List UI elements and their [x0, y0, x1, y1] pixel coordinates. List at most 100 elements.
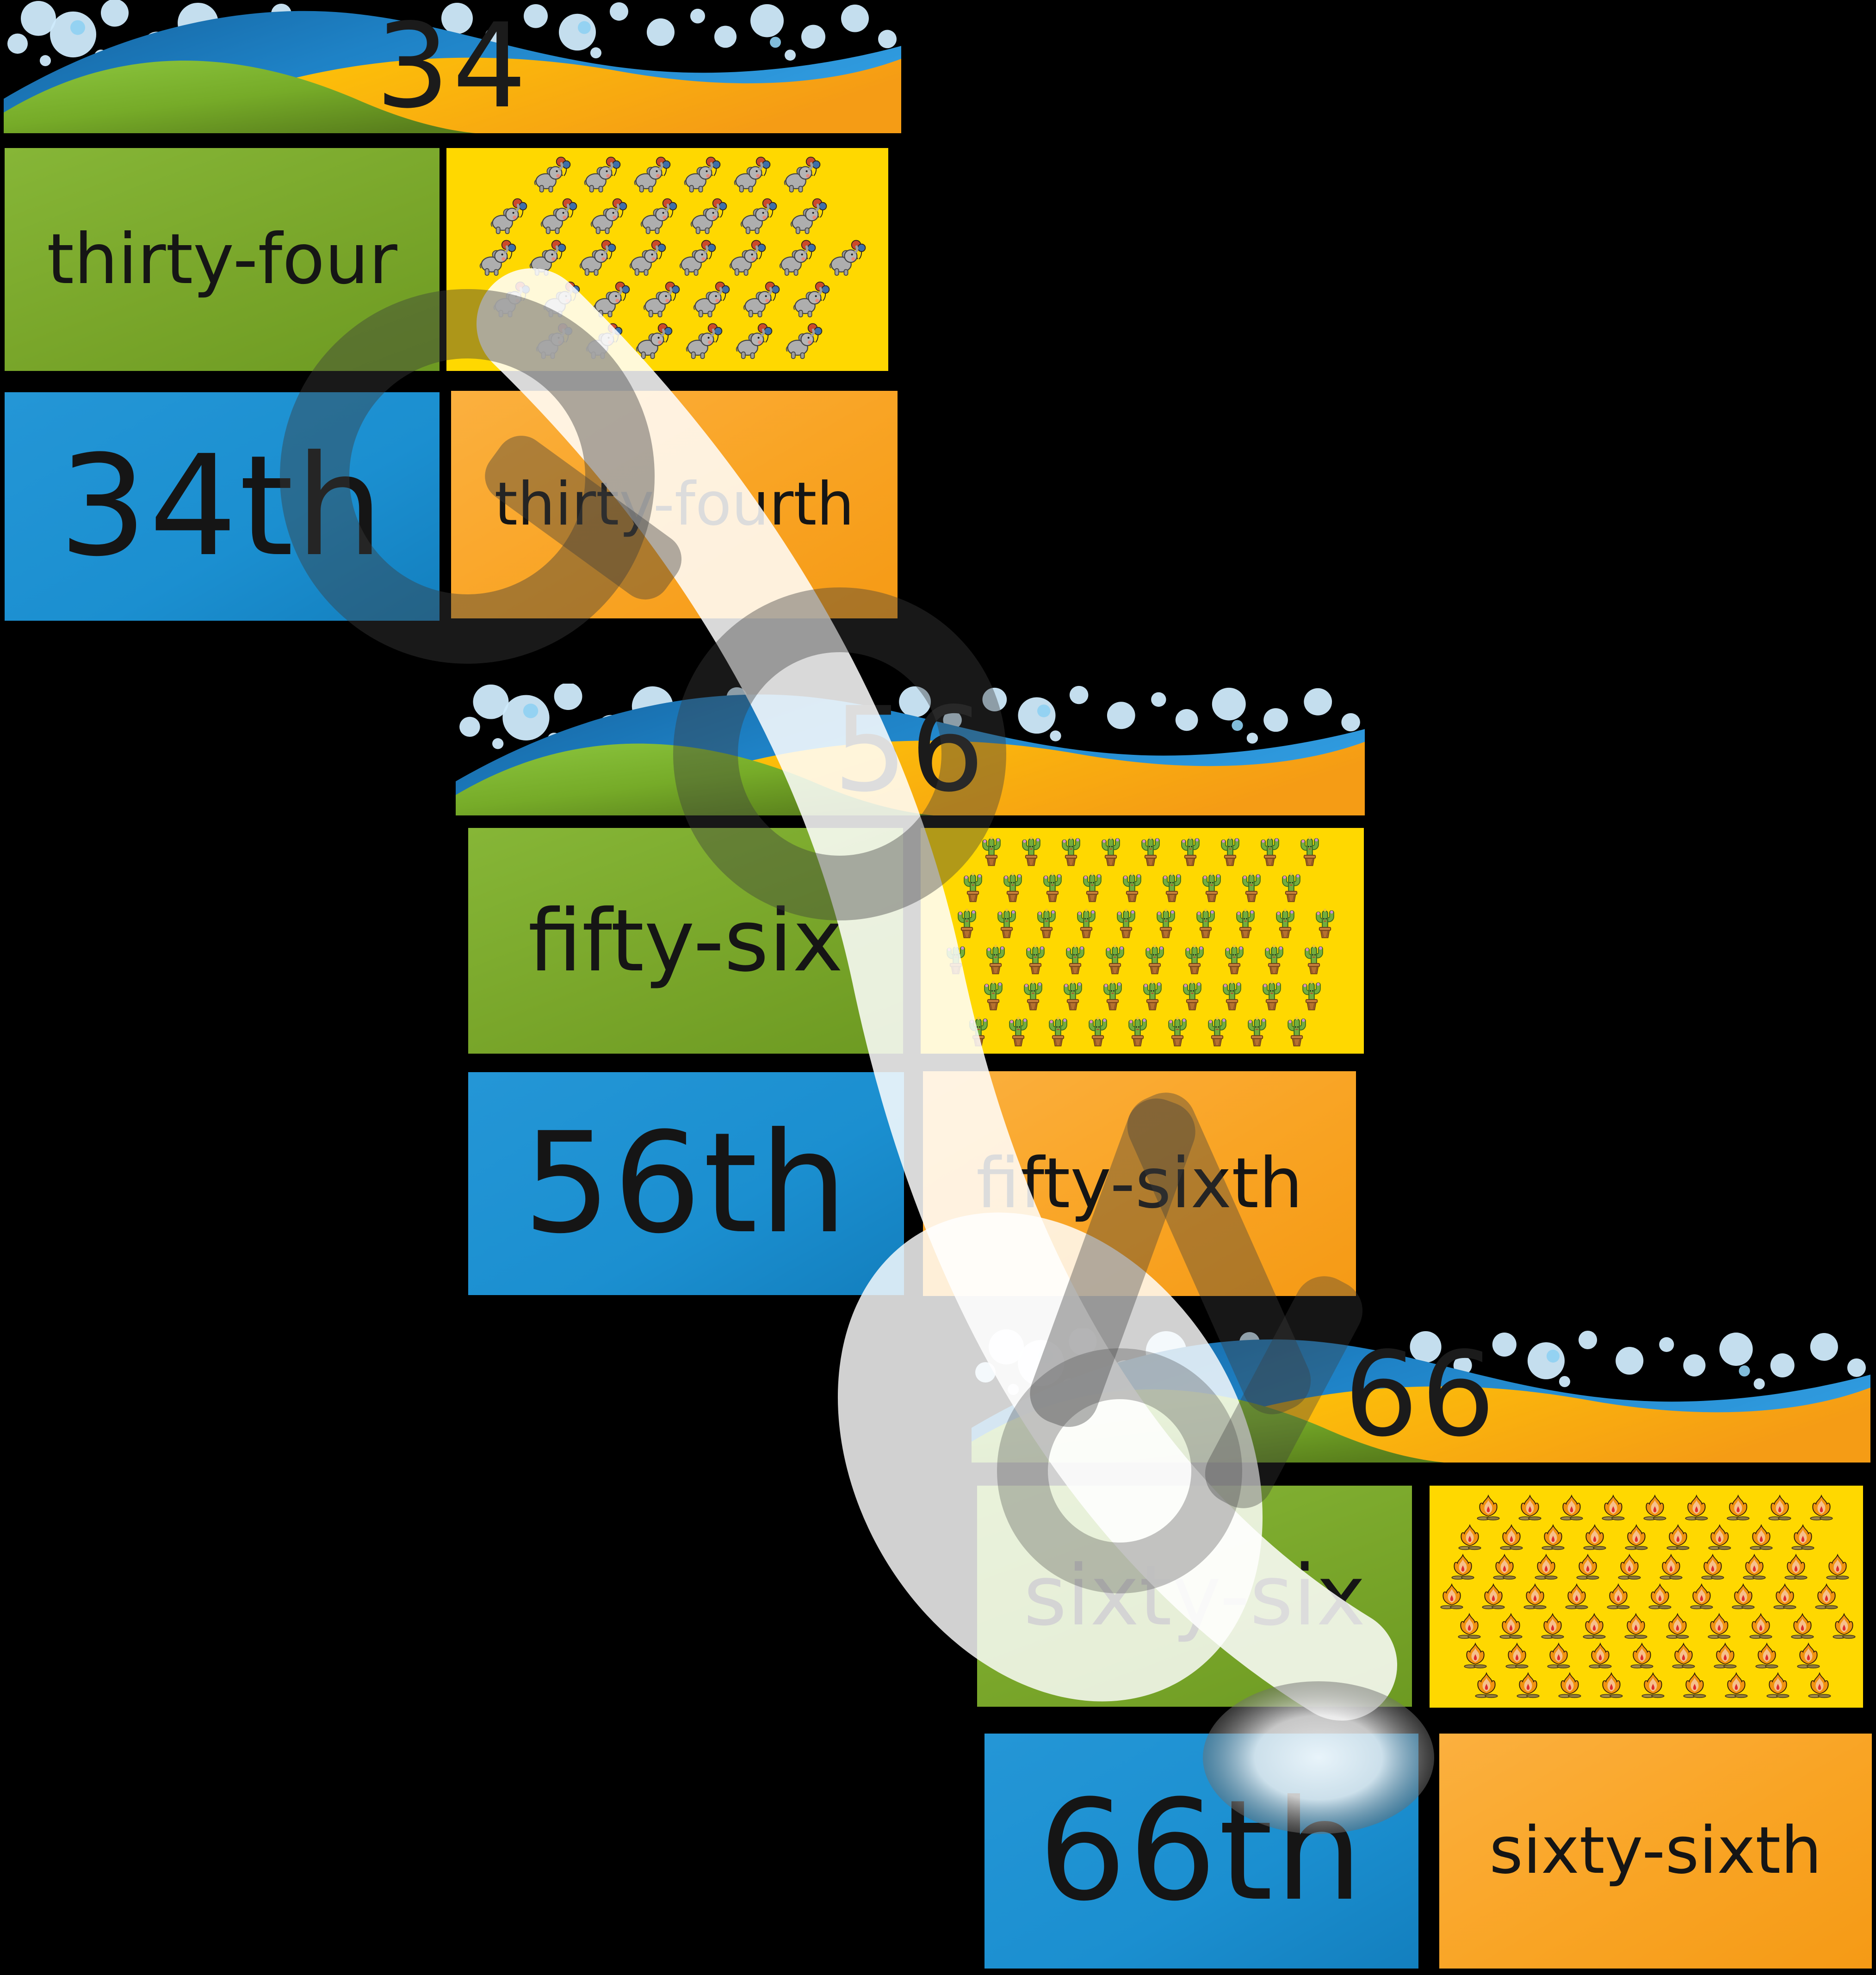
cactus-pot-icon: [1016, 978, 1050, 1012]
elephant-balloons-icon: [630, 322, 676, 364]
ordinal-numeral-label: 66th: [1038, 1770, 1365, 1932]
campfire-icon: [1518, 1583, 1552, 1611]
icon-row: [953, 869, 1311, 905]
number-word-card: fifty-six: [468, 828, 903, 1054]
campfire-icon: [1785, 1612, 1820, 1640]
icon-row: [528, 322, 828, 364]
header-banner-34: 34: [4, 0, 901, 133]
elephant-balloons-icon: [787, 280, 833, 322]
campfire-icon: [1827, 1612, 1861, 1640]
campfire-icon: [1476, 1583, 1511, 1611]
elephant-balloons-icon: [687, 280, 733, 322]
cactus-pot-icon: [956, 870, 990, 904]
elephant-balloons-icon: [780, 322, 826, 364]
header-number: 56: [833, 684, 987, 815]
elephant-balloons-icon: [773, 239, 819, 280]
campfire-icon: [1500, 1642, 1534, 1670]
campfire-icon: [1469, 1672, 1504, 1699]
campfire-icon: [1494, 1612, 1528, 1640]
cactus-pot-icon: [1297, 942, 1331, 976]
ordinal-numeral-card: 56th: [468, 1072, 904, 1295]
campfire-icon: [1820, 1553, 1855, 1581]
elephant-balloons-icon: [634, 197, 681, 239]
header-number: 34: [375, 0, 530, 133]
cactus-pot-icon: [1138, 942, 1171, 976]
elephant-balloons-icon: [534, 197, 581, 239]
campfire-icon: [1446, 1553, 1480, 1581]
cactus-pot-icon: [1121, 1014, 1154, 1048]
elephant-balloons-icon: [580, 322, 626, 364]
campfire-icon: [1660, 1612, 1695, 1640]
cactus-pot-icon: [939, 942, 972, 976]
icon-grid: [921, 828, 1364, 1054]
cactus-pot-icon: [1174, 833, 1207, 868]
campfire-icon: [1719, 1672, 1753, 1699]
green-hill: [4, 61, 476, 133]
cactus-pot-icon: [1149, 906, 1183, 940]
ordinal-word-card: fifty-sixth: [923, 1071, 1356, 1296]
campfire-icon: [1536, 1524, 1570, 1551]
ordinal-word-label: fifty-sixth: [976, 1143, 1303, 1224]
number-word-card: sixty-six: [977, 1486, 1412, 1707]
campfire-icon: [1571, 1553, 1605, 1581]
icon-row: [483, 197, 832, 239]
campfire-icon: [1666, 1642, 1701, 1670]
cactus-pot-icon: [1255, 978, 1288, 1012]
elephant-balloons-icon: [678, 155, 724, 197]
icon-row: [485, 280, 835, 322]
campfire-icon: [1750, 1642, 1784, 1670]
cactus-pot-icon: [1109, 906, 1143, 940]
campfire-icon: [1726, 1583, 1760, 1611]
campfire-icon: [1703, 1524, 1737, 1551]
campfire-icon: [1578, 1524, 1612, 1551]
campfire-icon: [1487, 1553, 1522, 1581]
cactus-pot-icon: [1136, 978, 1169, 1012]
campfire-icon: [1737, 1553, 1771, 1581]
campfire-icon: [1702, 1612, 1736, 1640]
campfire-icon: [1763, 1494, 1797, 1522]
campfire-icon: [1583, 1642, 1617, 1670]
elephant-balloons-icon: [723, 239, 769, 280]
campfire-icon: [1779, 1553, 1813, 1581]
campfire-icon: [1435, 1583, 1469, 1611]
cactus-pot-icon: [1269, 906, 1302, 940]
cactus-pot-icon: [950, 906, 984, 940]
elephant-balloons-icon: [537, 280, 583, 322]
cactus-pot-icon: [1229, 906, 1262, 940]
elephant-balloons-icon: [734, 197, 780, 239]
cactus-pot-icon: [1253, 833, 1287, 868]
icon-grid: [446, 148, 888, 371]
cactus-pot-icon: [1056, 978, 1090, 1012]
campfire-icon: [1679, 1494, 1714, 1522]
icon-row: [1449, 1611, 1864, 1641]
campfire-icon: [1494, 1524, 1529, 1551]
icon-row: [947, 905, 1345, 941]
cactus-pot-icon: [1115, 870, 1149, 904]
campfire-icon: [1786, 1524, 1820, 1551]
cactus-pot-icon: [1295, 978, 1328, 1012]
cactus-pot-icon: [1015, 833, 1048, 868]
campfire-icon: [1636, 1672, 1670, 1699]
ordinal-word-card: thirty-fourth: [451, 391, 898, 618]
elephant-balloons-icon: [623, 239, 669, 280]
campfire-icon: [1596, 1494, 1630, 1522]
campfire-icon: [1678, 1672, 1712, 1699]
campfire-icon: [1594, 1672, 1628, 1699]
elephant-balloons-icon: [573, 239, 619, 280]
cactus-pot-icon: [1215, 978, 1249, 1012]
campfire-icon: [1625, 1642, 1659, 1670]
campfire-icon: [1809, 1583, 1844, 1611]
cactus-pot-icon: [1076, 870, 1109, 904]
campfire-icon: [1554, 1494, 1589, 1522]
campfire-icon: [1643, 1583, 1677, 1611]
campfire-icon: [1761, 1672, 1795, 1699]
header-waves-graphic: [4, 0, 901, 133]
cactus-pot-icon: [1214, 833, 1247, 868]
elephant-balloons-icon: [637, 280, 683, 322]
icon-row: [1467, 1493, 1842, 1523]
cactus-pot-icon: [1155, 870, 1189, 904]
cactus-pot-icon: [1293, 833, 1326, 868]
ordinal-numeral-card: 34th: [5, 392, 440, 621]
cactus-pot-icon: [1218, 942, 1251, 976]
ordinal-numeral-label: 34th: [59, 426, 385, 587]
